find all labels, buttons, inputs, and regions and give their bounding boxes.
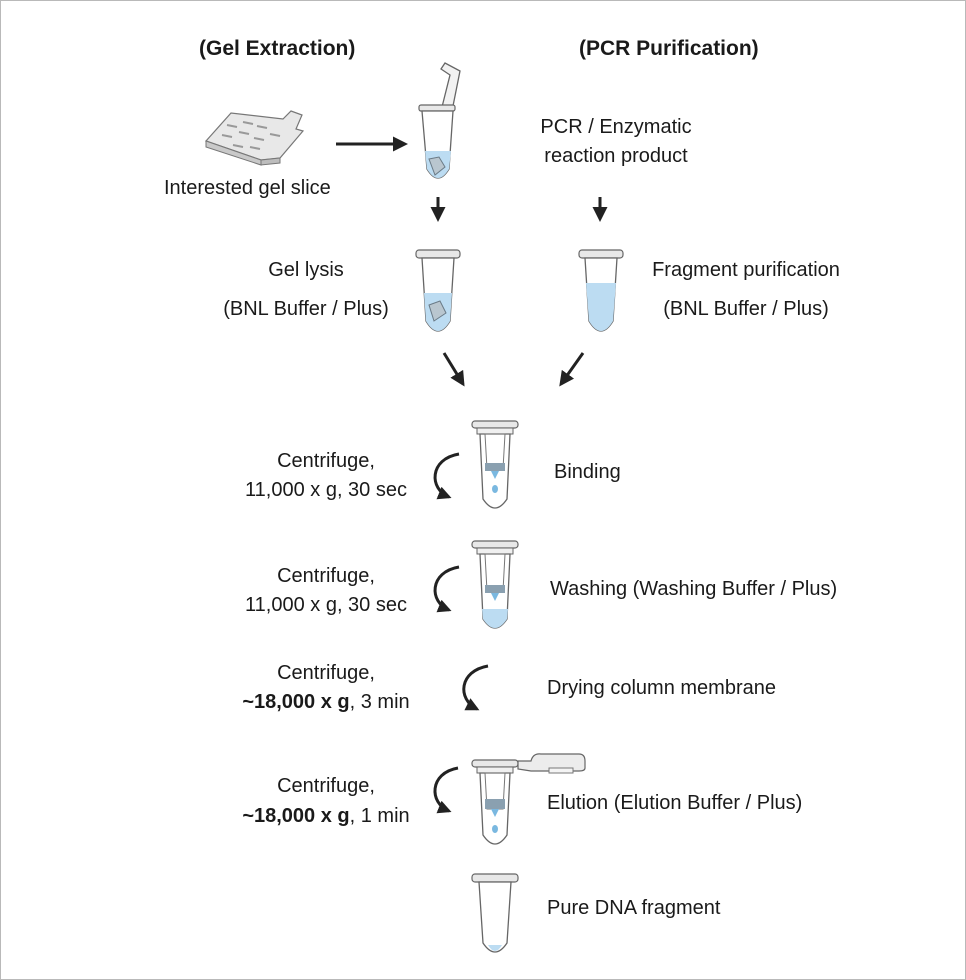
binding-label: Binding — [554, 461, 621, 483]
gel-slice-label: Interested gel slice — [164, 177, 331, 199]
tube-fragment-icon — [578, 249, 624, 332]
step-condition-line1: Centrifuge, — [277, 662, 375, 684]
fragment-purification-label: Fragment purification — [652, 259, 840, 281]
centrifuge-arrow-icon — [433, 565, 460, 613]
step-condition-line2: 11,000 x g, 30 sec — [245, 594, 407, 616]
tube-gel-lysis-icon — [415, 249, 461, 332]
gel-lysis-buffer-label: (BNL Buffer / Plus) — [223, 298, 389, 320]
step-condition-line2: ~18,000 x g, 1 min — [231, 801, 421, 832]
step-condition-line1: Centrifuge, — [277, 775, 375, 797]
centrifuge-arrow-icon — [433, 766, 459, 814]
open-tube-gel-icon — [418, 62, 461, 179]
drying-label: Drying column membrane — [547, 677, 776, 699]
pcr-product-label-line1: PCR / Enzymatic — [540, 116, 692, 138]
elution-label: Elution (Elution Buffer / Plus) — [547, 792, 803, 814]
spin-column-binding-icon — [471, 420, 519, 509]
pure-dna-label: Pure DNA fragment — [547, 897, 721, 919]
step-condition-line2: ~18,000 x g, 3 min — [231, 687, 421, 718]
step-condition-line1: Centrifuge, — [277, 565, 375, 587]
duration-text: , 3 min — [349, 691, 410, 713]
fragment-buffer-label: (BNL Buffer / Plus) — [663, 298, 829, 320]
gel-slice-icon — [204, 110, 305, 166]
pcr-purification-header: (PCR Purification) — [579, 37, 759, 60]
gel-lysis-label: Gel lysis — [268, 259, 344, 281]
duration-text: , 1 min — [349, 805, 410, 827]
centrifuge-arrow-icon — [462, 664, 489, 711]
step-condition-line2: 11,000 x g, 30 sec — [245, 479, 407, 501]
spin-column-washing-icon — [471, 540, 519, 629]
washing-label: Washing (Washing Buffer / Plus) — [550, 578, 838, 600]
tube-pure-dna-icon — [471, 873, 519, 953]
arrow-converge-icon — [559, 352, 585, 387]
arrow-converge-icon — [442, 352, 465, 387]
pcr-product-label-line2: reaction product — [544, 145, 688, 167]
centrifuge-arrow-icon — [433, 452, 460, 500]
speed-bold: ~18,000 x g — [242, 805, 350, 827]
spin-column-elution-icon — [471, 753, 586, 845]
speed-bold: ~18,000 x g — [242, 691, 350, 713]
step-condition-line1: Centrifuge, — [277, 450, 375, 472]
gel-extraction-header: (Gel Extraction) — [199, 37, 356, 60]
